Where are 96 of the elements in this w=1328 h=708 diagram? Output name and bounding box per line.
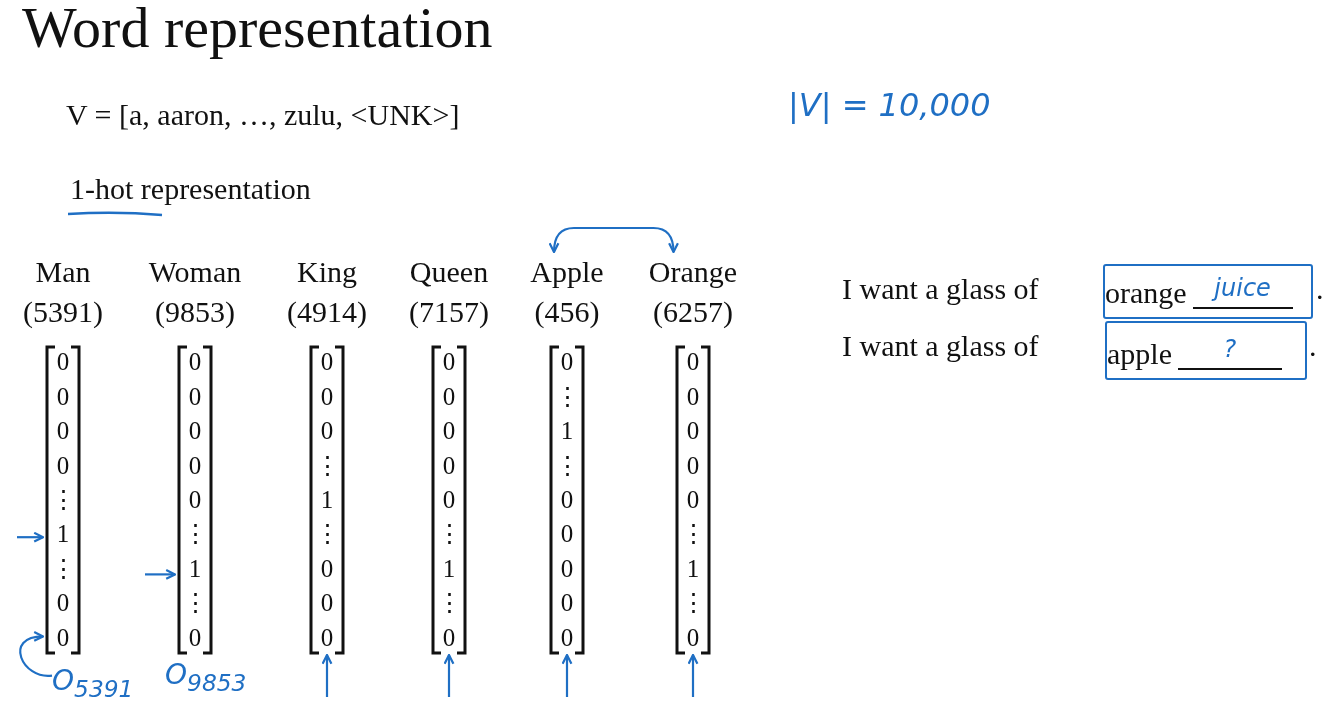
vector-entry: 0 <box>441 450 457 481</box>
index-label: (7157) <box>408 294 490 330</box>
sentence-text: I want a glass of <box>842 329 1039 363</box>
arrow <box>145 568 177 580</box>
vector-entry: 0 <box>685 416 701 447</box>
column-vector <box>307 345 347 655</box>
vocabulary-definition: V = [a, aaron, …, zulu, <UNK>] <box>66 98 460 132</box>
word-label: King <box>296 254 358 290</box>
vector-entry: 1 <box>441 553 457 584</box>
column-vector <box>673 345 713 655</box>
vector-entry: 0 <box>559 347 575 378</box>
vector-entry: 0 <box>55 450 71 481</box>
index-label: (5391) <box>22 294 104 330</box>
vector-entry: 0 <box>559 519 575 550</box>
sentence-word: orange <box>1105 277 1187 309</box>
highlight-box <box>1103 264 1313 319</box>
section-heading: 1-hot representation <box>70 172 311 206</box>
vector-entry: 0 <box>187 416 203 447</box>
slide-title: Word representation <box>22 0 493 61</box>
vector-entry: 0 <box>685 485 701 515</box>
vector-entry: ⋮ <box>679 519 707 550</box>
column-vector <box>547 345 587 655</box>
vector-entry: 0 <box>319 347 335 378</box>
vector-entry: 0 <box>55 381 71 412</box>
vector-entry: ⋮ <box>553 381 581 412</box>
word-label: Woman <box>147 254 243 290</box>
index-label: (456) <box>533 294 601 330</box>
vector-entry: 0 <box>441 381 457 412</box>
vector-entry: ⋮ <box>313 519 341 550</box>
arrow <box>321 653 333 697</box>
vocabulary-size-note: |V| = 10,000 <box>788 86 991 124</box>
vector-entry: ⋮ <box>49 553 77 584</box>
column-vector <box>43 345 83 655</box>
handwritten-note: O$_{5391}$ <box>52 664 134 703</box>
vector-entry: 1 <box>559 416 575 447</box>
vector-entry: 0 <box>55 347 71 378</box>
arrow <box>561 653 573 697</box>
word-label: Queen <box>408 254 490 290</box>
index-label: (4914) <box>286 294 368 330</box>
vector-entry: 0 <box>685 347 701 378</box>
column-vector <box>429 345 469 655</box>
word-label: Man <box>34 254 92 290</box>
vector-entry: 0 <box>559 588 575 619</box>
sentence-period: . <box>1309 329 1317 363</box>
vector-entry: 0 <box>441 622 457 653</box>
curved-arrow <box>19 631 52 677</box>
vector-entry: 0 <box>559 485 575 515</box>
vector-entry: 1 <box>319 485 335 515</box>
arrow <box>17 531 45 543</box>
vector-entry: 1 <box>55 519 71 550</box>
arrow <box>687 653 699 697</box>
curved-arrow <box>548 226 679 254</box>
index-label: (6257) <box>652 294 734 330</box>
vector-entry: ⋮ <box>313 450 341 481</box>
vector-entry: 0 <box>319 622 335 653</box>
vector-entry: 0 <box>319 588 335 619</box>
vector-entry: 0 <box>559 622 575 653</box>
sentence-text: I want a glass of <box>842 272 1039 306</box>
vector-entry: 0 <box>685 622 701 653</box>
vector-entry: 0 <box>319 553 335 584</box>
vector-entry: ⋮ <box>181 588 209 619</box>
vector-entry: 0 <box>685 450 701 481</box>
vector-entry: 0 <box>319 381 335 412</box>
index-label: (9853) <box>154 294 236 330</box>
vector-entry: 0 <box>319 416 335 447</box>
sentence-period: . <box>1316 272 1324 306</box>
vector-entry: 0 <box>685 381 701 412</box>
vector-entry: 0 <box>559 553 575 584</box>
handwritten-answer: juice <box>1192 273 1293 309</box>
vector-entry: 0 <box>55 416 71 447</box>
vector-entry: 0 <box>187 381 203 412</box>
vector-entry: ⋮ <box>181 519 209 550</box>
arrow <box>443 653 455 697</box>
handwritten-answer: ? <box>1177 334 1282 370</box>
highlight-box <box>1105 321 1307 380</box>
vector-entry: 0 <box>187 347 203 378</box>
word-label: Apple <box>529 254 605 290</box>
word-label: Orange <box>647 254 739 290</box>
vector-entry: ⋮ <box>435 519 463 550</box>
vector-entry: 0 <box>55 622 71 653</box>
vector-entry: 0 <box>55 588 71 619</box>
vector-entry: 0 <box>187 450 203 481</box>
vector-entry: 1 <box>187 553 203 584</box>
vector-entry: 1 <box>685 553 701 584</box>
vector-entry: 0 <box>187 485 203 515</box>
vector-entry: 0 <box>441 416 457 447</box>
vector-entry: 0 <box>187 622 203 653</box>
sentence-word: apple <box>1107 338 1172 370</box>
vector-entry: 0 <box>441 485 457 515</box>
vector-entry: ⋮ <box>679 588 707 619</box>
vector-entry: ⋮ <box>435 588 463 619</box>
handwritten-note: O$_{9853}$ <box>165 658 247 697</box>
vector-entry: ⋮ <box>553 450 581 481</box>
vector-entry: ⋮ <box>49 485 77 515</box>
vector-entry: 0 <box>441 347 457 378</box>
column-vector <box>175 345 215 655</box>
